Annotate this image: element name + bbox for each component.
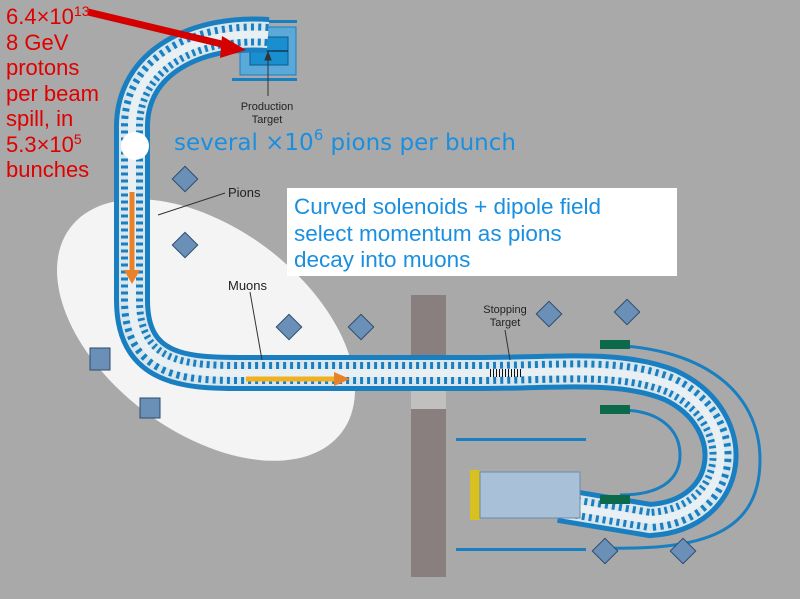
momentum-box-line3: decay into muons xyxy=(294,247,471,272)
beam-energy: 8 GeV xyxy=(6,29,69,55)
production-target-label-line1: Production xyxy=(240,101,294,113)
beam-note-line5: spill, in xyxy=(6,106,74,131)
beam-intensity-exponent: 13 xyxy=(73,3,90,19)
beam-note-line7: bunches xyxy=(6,157,90,182)
beam-note-line3: protons xyxy=(6,55,80,80)
pion-count-exponent: 6 xyxy=(313,126,324,144)
production-target-label: Production Target xyxy=(228,101,306,127)
magnet-boxes xyxy=(89,165,697,565)
momentum-box-line1: Curved solenoids + dipole field xyxy=(294,194,602,219)
bunch-count-exponent: 5 xyxy=(73,130,82,147)
transport-solenoid xyxy=(114,16,762,550)
bunch-count: 5.3×10 xyxy=(6,131,74,157)
detector-solenoid xyxy=(456,340,630,551)
pion-arrow xyxy=(124,192,140,284)
callout-lines xyxy=(157,50,511,361)
stopping-target-label: Stopping Target xyxy=(470,304,540,330)
momentum-box-line2: select momentum as pions xyxy=(294,220,562,246)
shield-wall xyxy=(411,295,446,577)
collimator-disc xyxy=(121,132,149,160)
muon-arrow xyxy=(246,372,350,386)
momentum-selection-box: Curved solenoids + dipole field select m… xyxy=(287,188,677,276)
pion-count-base: several ×10 xyxy=(174,130,314,156)
pion-count-rest: pions per bunch xyxy=(323,130,516,156)
proton-beam-note: 6.4×1013 8 GeV protons per beam spill, i… xyxy=(6,4,99,183)
muons-label: Muons xyxy=(228,278,268,293)
stopping-target-label-line1: Stopping xyxy=(483,304,527,316)
production-target-label-line2: Target xyxy=(251,114,283,126)
pion-count-note: several ×106 pions per bunch xyxy=(174,128,516,157)
beam-intensity: 6.4×10 xyxy=(6,4,74,29)
pions-label: Pions xyxy=(228,185,261,200)
beam-note-line4: per beam xyxy=(6,80,99,106)
proton-beam-arrow xyxy=(87,8,246,58)
stopping-target-label-line2: Target xyxy=(489,317,521,329)
